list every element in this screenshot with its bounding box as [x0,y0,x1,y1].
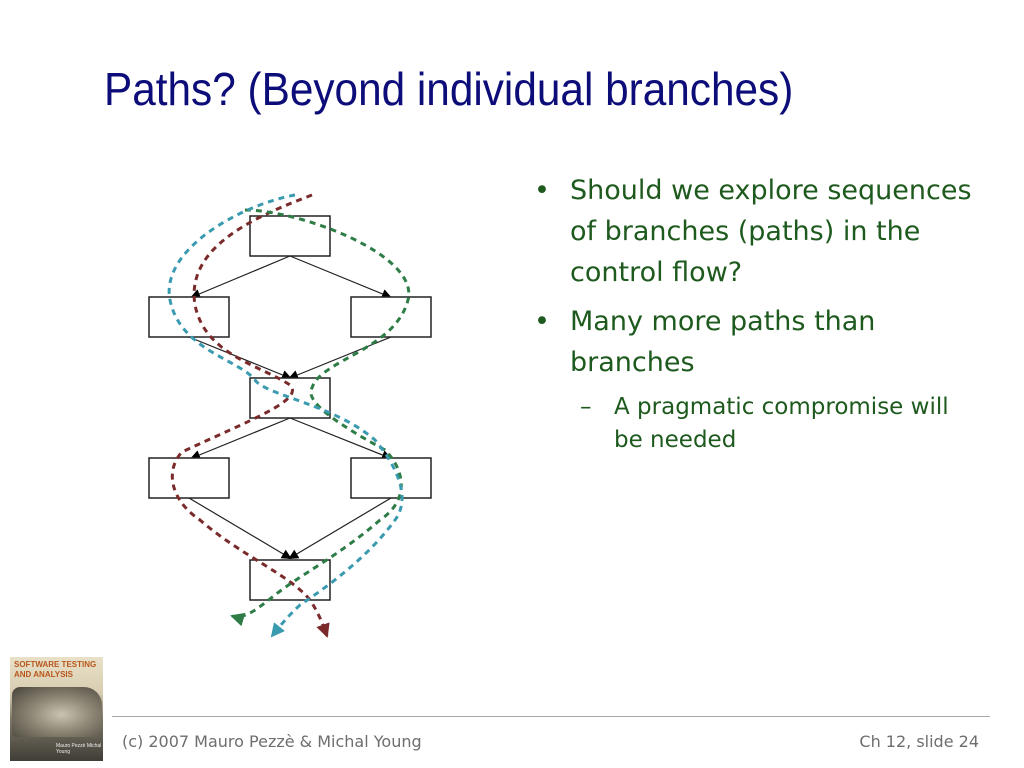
node-middle [249,377,331,419]
path-cyan [167,193,404,638]
node-lower-right [350,457,432,499]
node-lower-left [148,457,230,499]
book-cover-authors: Mauro Pezzè Michal Young [56,743,102,755]
node-upper-left [148,296,230,338]
footer-slide-number: Ch 12, slide 24 [859,732,979,751]
footer-copyright: (c) 2007 Mauro Pezzè & Michal Young [122,732,422,751]
sub-bullet-item: – A pragmatic compromise will be needed [530,391,954,457]
book-cover-image: SOFTWARE TESTING AND ANALYSIS Mauro Pezz… [10,657,103,761]
edge-right-to-middle [288,336,392,380]
bullet-dot: • [534,175,550,206]
bullet-list: • Should we explore sequences of branche… [530,170,1000,457]
edge-middle-to-right [289,417,392,460]
bullet-item: • Should we explore sequences of branche… [530,170,1000,293]
book-cover-car-illustration [12,687,102,737]
sub-bullet-text: A pragmatic compromise will be needed [614,394,949,453]
control-flow-diagram [148,193,432,638]
footer-divider [112,716,990,717]
bullet-text: Many more paths than branches [570,306,876,378]
book-cover-title: SOFTWARE TESTING AND ANALYSIS [14,660,97,679]
edge-right-to-bottom [288,497,392,560]
edge-left-to-bottom [188,497,292,560]
edge-top-to-left [190,255,291,299]
slide-title: Paths? (Beyond individual branches) [104,63,794,115]
sub-bullet-dash: – [580,394,592,420]
node-upper-right [350,296,432,338]
flow-nodes [148,215,432,601]
edge-top-to-right [289,255,392,299]
node-top [249,215,331,257]
path-green [230,208,411,627]
bullet-item: • Many more paths than branches [530,301,1000,383]
path-red [170,193,330,638]
bullet-dot: • [534,306,550,337]
edge-middle-to-left [190,417,291,460]
bullet-text: Should we explore sequences of branches … [570,175,972,288]
